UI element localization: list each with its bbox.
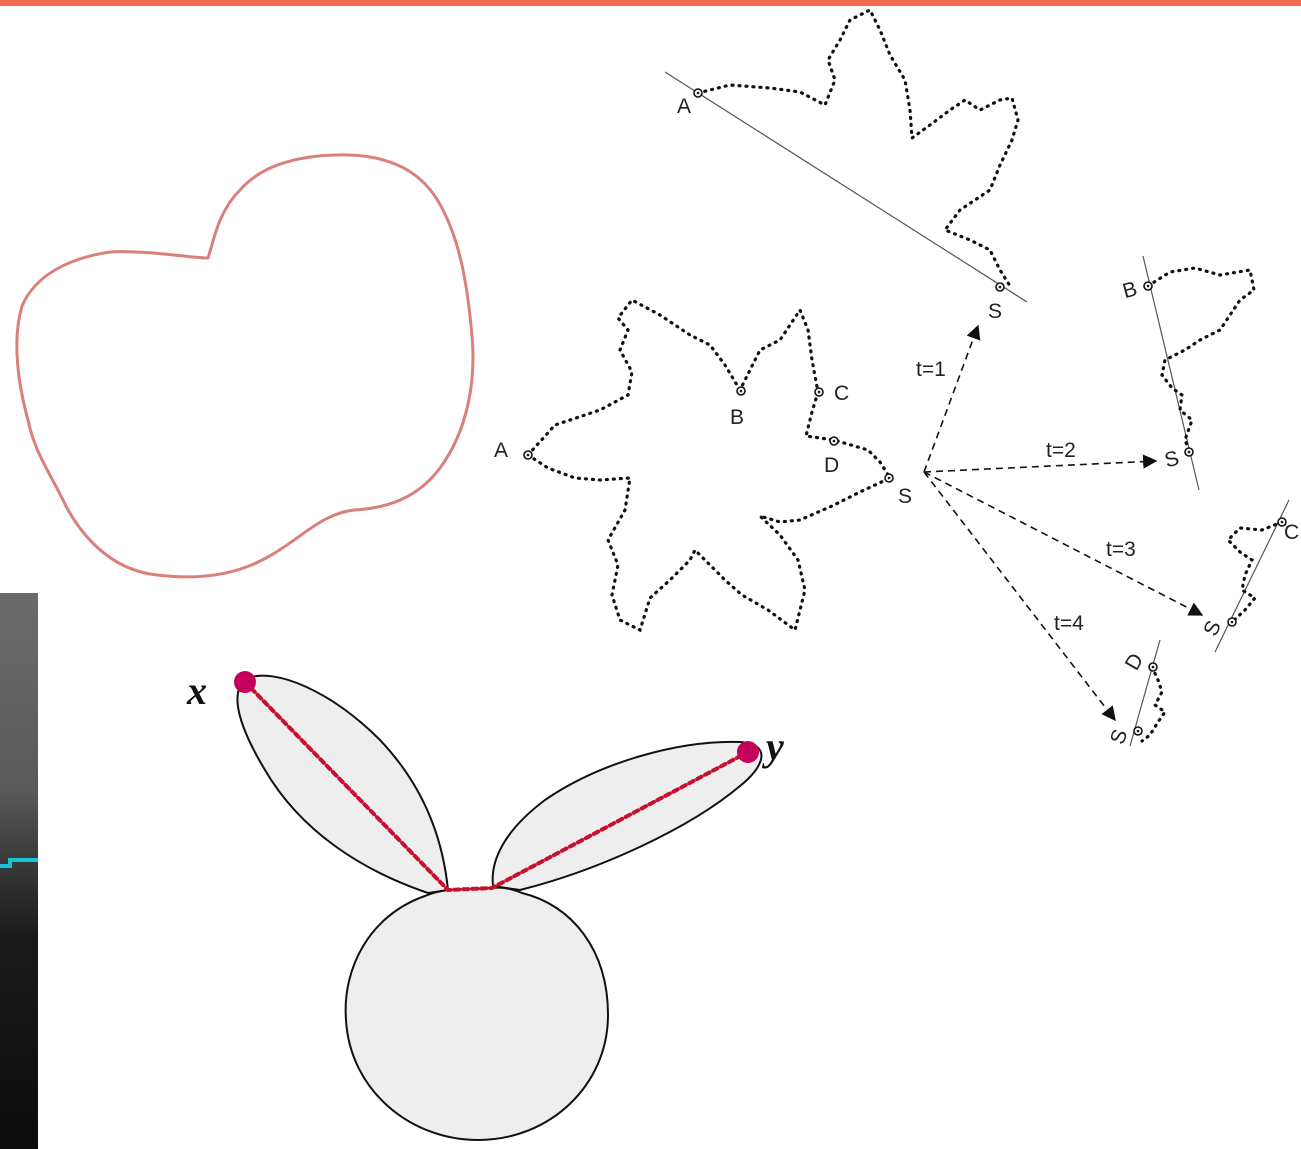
label-t4: t=4 bbox=[1054, 612, 1084, 635]
blob-outline bbox=[15, 153, 475, 579]
point-x-marker bbox=[234, 671, 256, 693]
photo-cyan-contour bbox=[0, 858, 38, 868]
arrow-t4 bbox=[923, 471, 1116, 722]
transformed-shape-t2: B S bbox=[1120, 255, 1256, 491]
main-star-shape bbox=[525, 297, 893, 633]
arrow-t2 bbox=[923, 454, 1158, 473]
t1-label-a: A bbox=[677, 95, 691, 118]
label-d: D bbox=[824, 454, 839, 477]
t1-label-s: S bbox=[988, 300, 1002, 323]
t4-label-d: D bbox=[1121, 650, 1149, 675]
t3-label-c: C bbox=[1284, 521, 1299, 544]
label-x: x bbox=[186, 668, 207, 713]
transform-arrows bbox=[923, 324, 1204, 722]
label-a: A bbox=[494, 439, 508, 462]
transformed-shape-t3: C S bbox=[1199, 499, 1299, 653]
label-t1: t=1 bbox=[916, 358, 946, 381]
label-t2: t=2 bbox=[1046, 439, 1076, 462]
arrow-t1 bbox=[923, 324, 981, 473]
arrow-t3 bbox=[923, 471, 1204, 616]
shape-transform-figure: A B C D S t=1 t=2 t=3 t=4 bbox=[494, 7, 1299, 747]
main-shape-points bbox=[523, 386, 894, 483]
top-accent-bar bbox=[0, 0, 1301, 6]
label-c: C bbox=[834, 382, 849, 405]
label-t3: t=3 bbox=[1106, 538, 1136, 561]
bunny-head bbox=[344, 886, 610, 1142]
label-s: S bbox=[898, 485, 912, 508]
point-y-marker bbox=[737, 741, 759, 763]
label-b: B bbox=[730, 406, 744, 429]
t2-label-b: B bbox=[1120, 277, 1139, 303]
photo-strip bbox=[0, 593, 38, 1149]
t3-label-s: S bbox=[1199, 617, 1226, 639]
bunny-figure: x y bbox=[186, 668, 784, 1142]
geodesic-path bbox=[243, 680, 750, 893]
t4-label-s: S bbox=[1106, 726, 1132, 747]
transformed-shape-t4: D S bbox=[1106, 639, 1168, 747]
t2-label-s: S bbox=[1162, 447, 1181, 473]
photo-background bbox=[0, 593, 38, 1149]
label-y: y bbox=[762, 724, 784, 769]
transformed-shape-t1: A S bbox=[664, 7, 1028, 323]
